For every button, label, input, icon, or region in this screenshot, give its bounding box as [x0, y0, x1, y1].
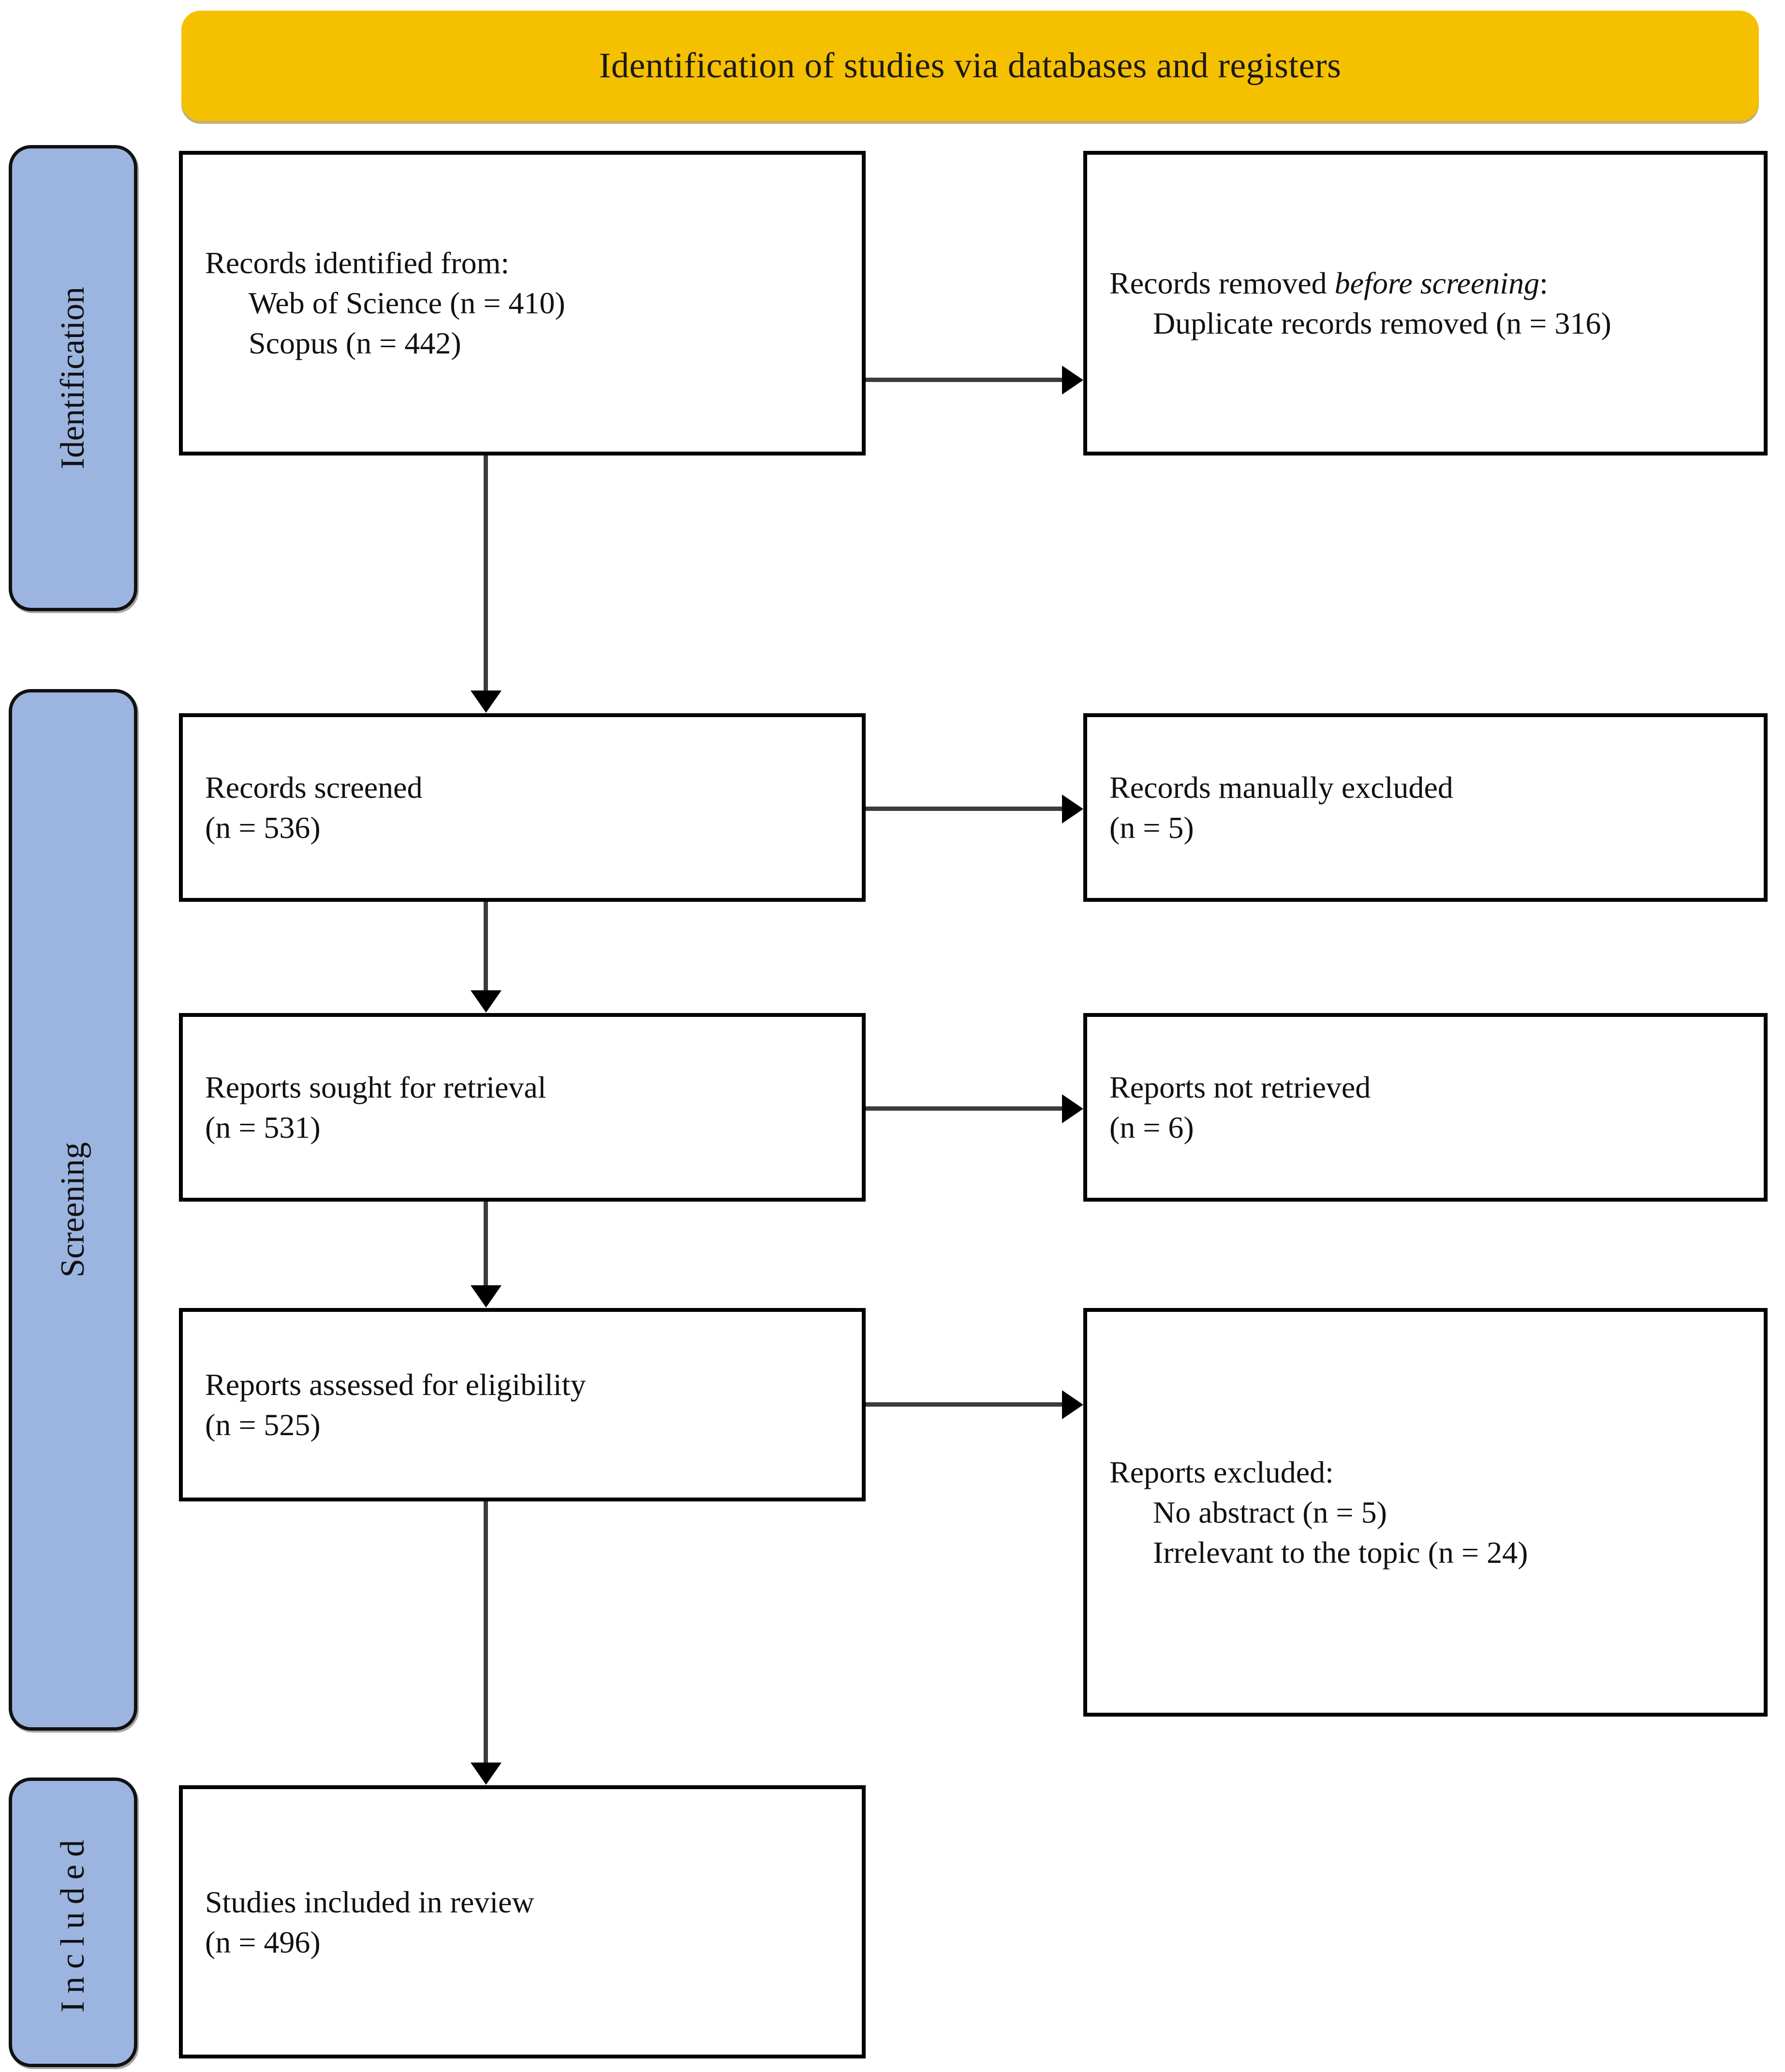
stage-label-identification: Identification [9, 145, 137, 611]
diagram-header-banner: Identification of studies via databases … [181, 11, 1759, 121]
records-screened-title: Records screened [205, 770, 423, 805]
arrow-identified-to-screened [484, 456, 488, 691]
box-reports-assessed: Reports assessed for eligibility (n = 52… [179, 1308, 866, 1501]
stage-label-screening: Screening [9, 689, 137, 1731]
records-removed-title-colon: : [1539, 265, 1548, 300]
reports-excluded-title: Reports excluded: [1109, 1455, 1334, 1489]
reports-sought-title: Reports sought for retrieval [205, 1070, 546, 1104]
box-records-screened: Records screened (n = 536) [179, 713, 866, 902]
arrow-screened-to-manually-excluded [866, 807, 1063, 811]
records-identified-title: Records identified from: [205, 246, 510, 280]
box-records-removed: Records removed before screening: Duplic… [1083, 151, 1768, 456]
banner-title: Identification of studies via databases … [599, 45, 1342, 86]
arrow-screened-to-sought [484, 902, 488, 991]
reports-not-retrieved-title: Reports not retrieved [1109, 1070, 1371, 1104]
stage-label-identification-text: Identification [54, 287, 91, 470]
reports-excluded-reason-1: No abstract (n = 5) [1153, 1495, 1387, 1529]
reports-assessed-count: (n = 525) [205, 1408, 321, 1442]
box-reports-excluded: Reports excluded: No abstract (n = 5) Ir… [1083, 1308, 1768, 1717]
box-records-identified: Records identified from: Web of Science … [179, 151, 866, 456]
studies-included-title: Studies included in review [205, 1884, 534, 1919]
reports-excluded-reason-2: Irrelevant to the topic (n = 24) [1153, 1535, 1528, 1570]
records-removed-title-italic: before screening [1334, 265, 1540, 300]
records-identified-source-2: Scopus (n = 442) [249, 326, 461, 361]
box-reports-sought: Reports sought for retrieval (n = 531) [179, 1013, 866, 1202]
stage-label-included: Included [9, 1778, 137, 2067]
reports-not-retrieved-count: (n = 6) [1109, 1110, 1194, 1145]
box-reports-not-retrieved: Reports not retrieved (n = 6) [1083, 1013, 1768, 1202]
studies-included-count: (n = 496) [205, 1925, 321, 1959]
reports-assessed-title: Reports assessed for eligibility [205, 1367, 586, 1402]
box-studies-included: Studies included in review (n = 496) [179, 1785, 866, 2058]
arrow-identified-to-removed [866, 378, 1063, 382]
records-removed-title: Records removed before screening: [1109, 263, 1741, 303]
records-removed-body: Duplicate records removed (n = 316) [1153, 306, 1611, 340]
records-manually-excluded-title: Records manually excluded [1109, 770, 1453, 805]
records-removed-title-plain: Records removed [1109, 265, 1335, 300]
arrow-sought-to-assessed [484, 1202, 488, 1286]
arrow-assessed-to-excluded [866, 1402, 1063, 1407]
reports-sought-count: (n = 531) [205, 1110, 321, 1145]
stage-label-included-text: Included [54, 1832, 91, 2013]
stage-label-screening-text: Screening [54, 1142, 91, 1278]
box-records-manually-excluded: Records manually excluded (n = 5) [1083, 713, 1768, 902]
records-manually-excluded-count: (n = 5) [1109, 810, 1194, 845]
arrow-assessed-to-included [484, 1501, 488, 1763]
arrow-sought-to-not-retrieved [866, 1106, 1063, 1111]
records-screened-count: (n = 536) [205, 810, 321, 845]
records-identified-source-1: Web of Science (n = 410) [249, 286, 565, 321]
